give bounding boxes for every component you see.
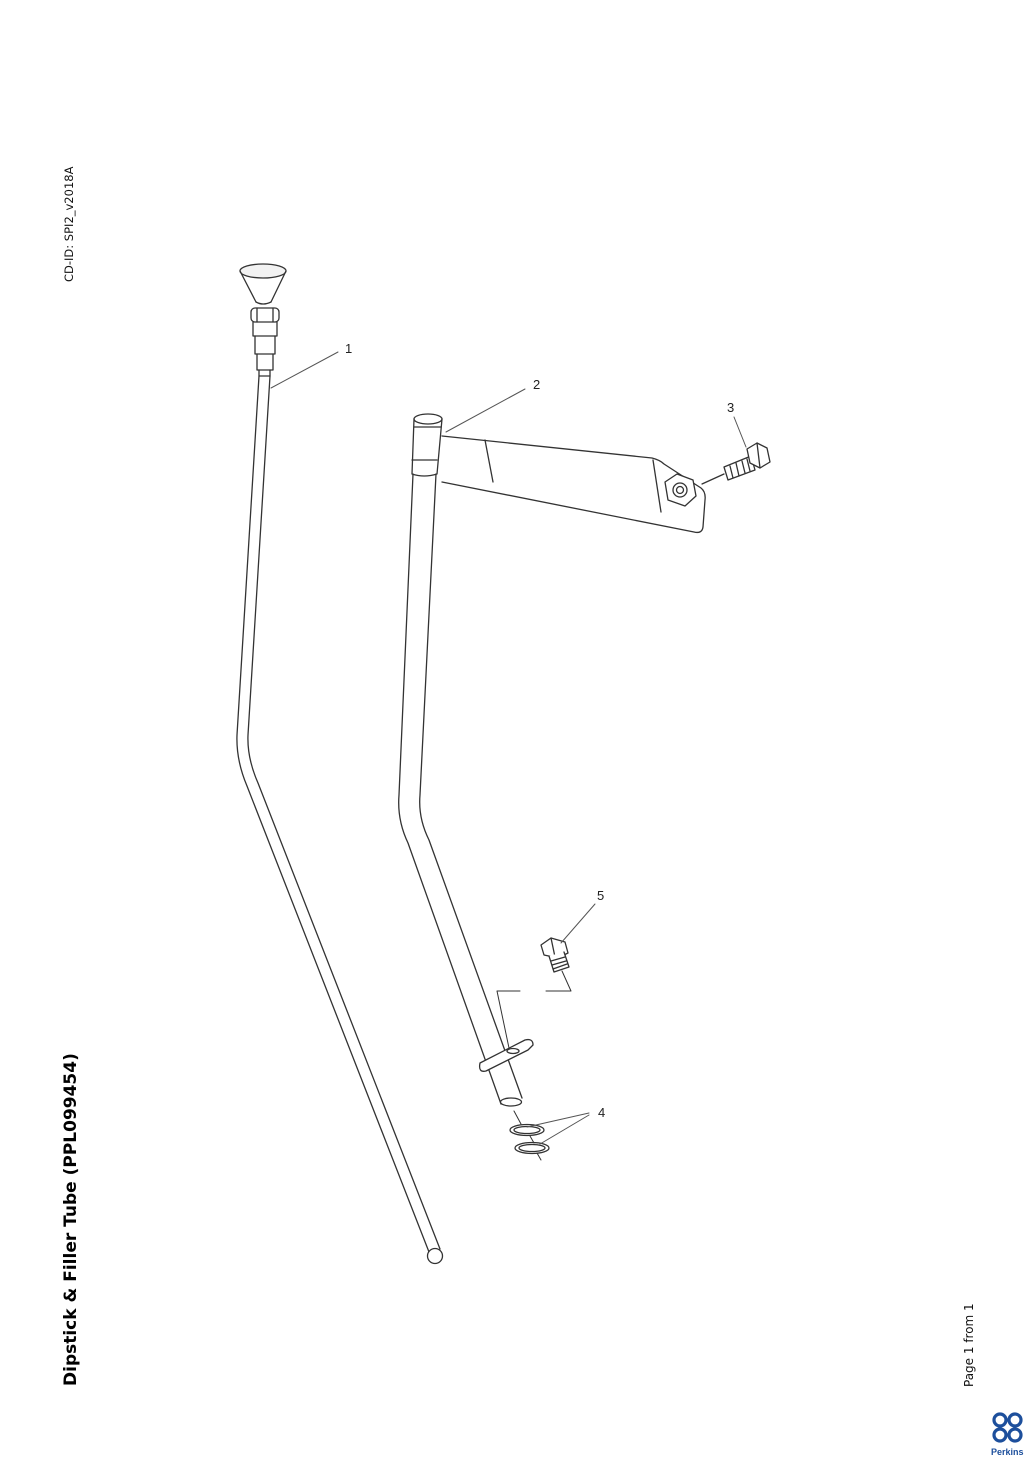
leader-line-3 — [733, 416, 747, 448]
perkins-logo-text: Perkins — [991, 1447, 1024, 1457]
callout-2: 2 — [533, 377, 540, 392]
filler-tube-part — [398, 413, 706, 1107]
leader-line-1 — [270, 351, 339, 389]
callout-5: 5 — [597, 888, 604, 903]
o-rings-part — [509, 1110, 550, 1161]
perkins-logo-icon — [992, 1412, 1023, 1443]
callout-1: 1 — [345, 341, 352, 356]
leader-line-4b — [539, 1114, 590, 1145]
callout-3: 3 — [727, 400, 734, 415]
dipstick-part — [236, 263, 444, 1265]
bolt-part-5 — [496, 937, 572, 1049]
leader-line-4a — [526, 1112, 590, 1128]
bolt-part-3 — [701, 442, 771, 485]
callout-4: 4 — [598, 1105, 605, 1120]
leader-line-5 — [560, 903, 596, 944]
leader-line-2 — [445, 388, 526, 433]
